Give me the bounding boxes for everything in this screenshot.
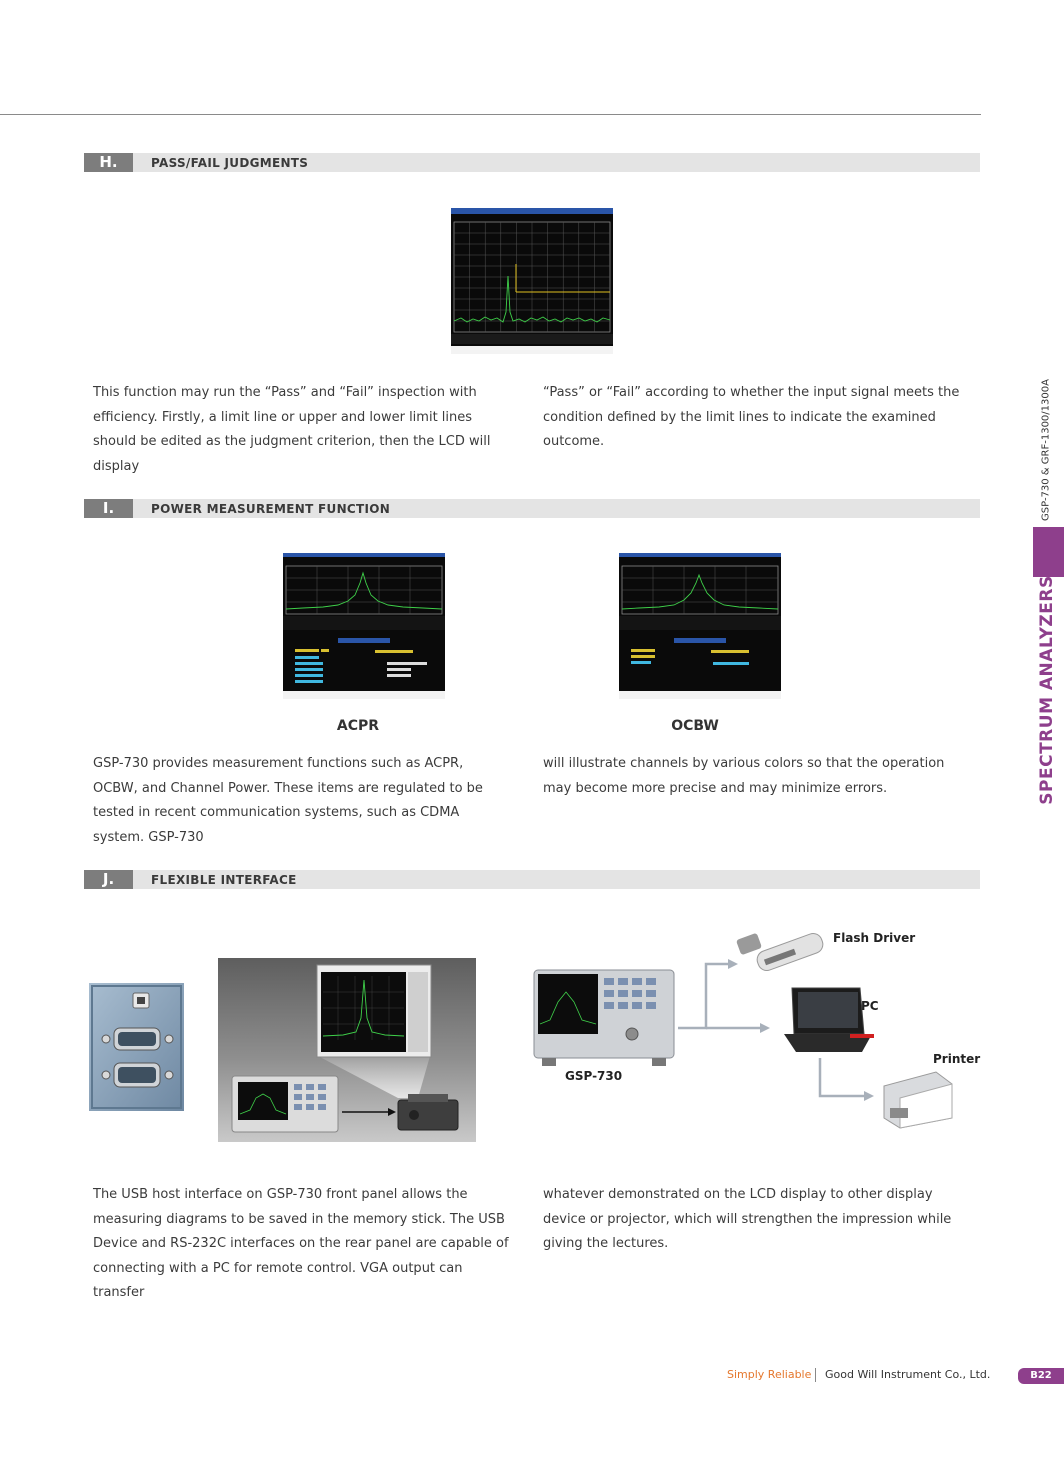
section-j-header: J. FLEXIBLE INTERFACE: [84, 870, 980, 889]
projector-demo-photo: [218, 958, 476, 1142]
page-number-badge: B22: [1018, 1368, 1064, 1384]
section-h-paragraph-left: This function may run the “Pass” and “Fa…: [93, 385, 491, 474]
section-title: PASS/FAIL JUDGMENTS: [151, 156, 309, 170]
sidebar-color-tab: [1033, 527, 1064, 577]
section-title: FLEXIBLE INTERFACE: [151, 873, 297, 887]
section-j-paragraph-left: The USB host interface on GSP-730 front …: [93, 1187, 509, 1300]
sidebar-model-text: GSP-730 & GRF-1300/1300A: [1040, 379, 1052, 521]
section-title: POWER MEASUREMENT FUNCTION: [151, 502, 391, 516]
footer-separator: [815, 1368, 816, 1382]
acpr-caption: ACPR: [336, 718, 380, 734]
section-h-header: H. PASS/FAIL JUDGMENTS: [84, 153, 980, 172]
section-letter: H.: [84, 153, 133, 172]
top-rule: [0, 114, 981, 115]
section-i-header: I. POWER MEASUREMENT FUNCTION: [84, 499, 980, 518]
section-letter: I.: [84, 499, 133, 518]
ocbw-caption: OCBW: [671, 718, 719, 734]
section-i-paragraph-left: GSP-730 provides measurement functions s…: [93, 756, 483, 845]
flash-driver-label: Flash Driver: [833, 931, 916, 945]
sidebar-category: SPECTRUM ANALYZERS: [1037, 575, 1057, 805]
ocbw-screenshot: [619, 553, 781, 699]
interface-connection-diagram: [533, 933, 953, 1129]
acpr-screenshot: [283, 553, 445, 699]
pass-fail-screenshot: [451, 208, 613, 354]
gsp-730-label: GSP-730: [565, 1069, 623, 1083]
printer-label: Printer: [933, 1052, 981, 1066]
section-letter: J.: [84, 870, 133, 889]
rear-panel-ports-photo: [89, 983, 184, 1111]
section-h-paragraph-right: “Pass” or “Fail” according to whether th…: [543, 385, 960, 449]
footer-company: Good Will Instrument Co., Ltd.: [825, 1368, 991, 1381]
section-j-paragraph-right: whatever demonstrated on the LCD display…: [543, 1187, 952, 1251]
pc-label: PC: [861, 999, 879, 1013]
section-i-paragraph-right: will illustrate channels by various colo…: [543, 756, 945, 796]
footer-tagline: Simply Reliable: [727, 1368, 812, 1381]
